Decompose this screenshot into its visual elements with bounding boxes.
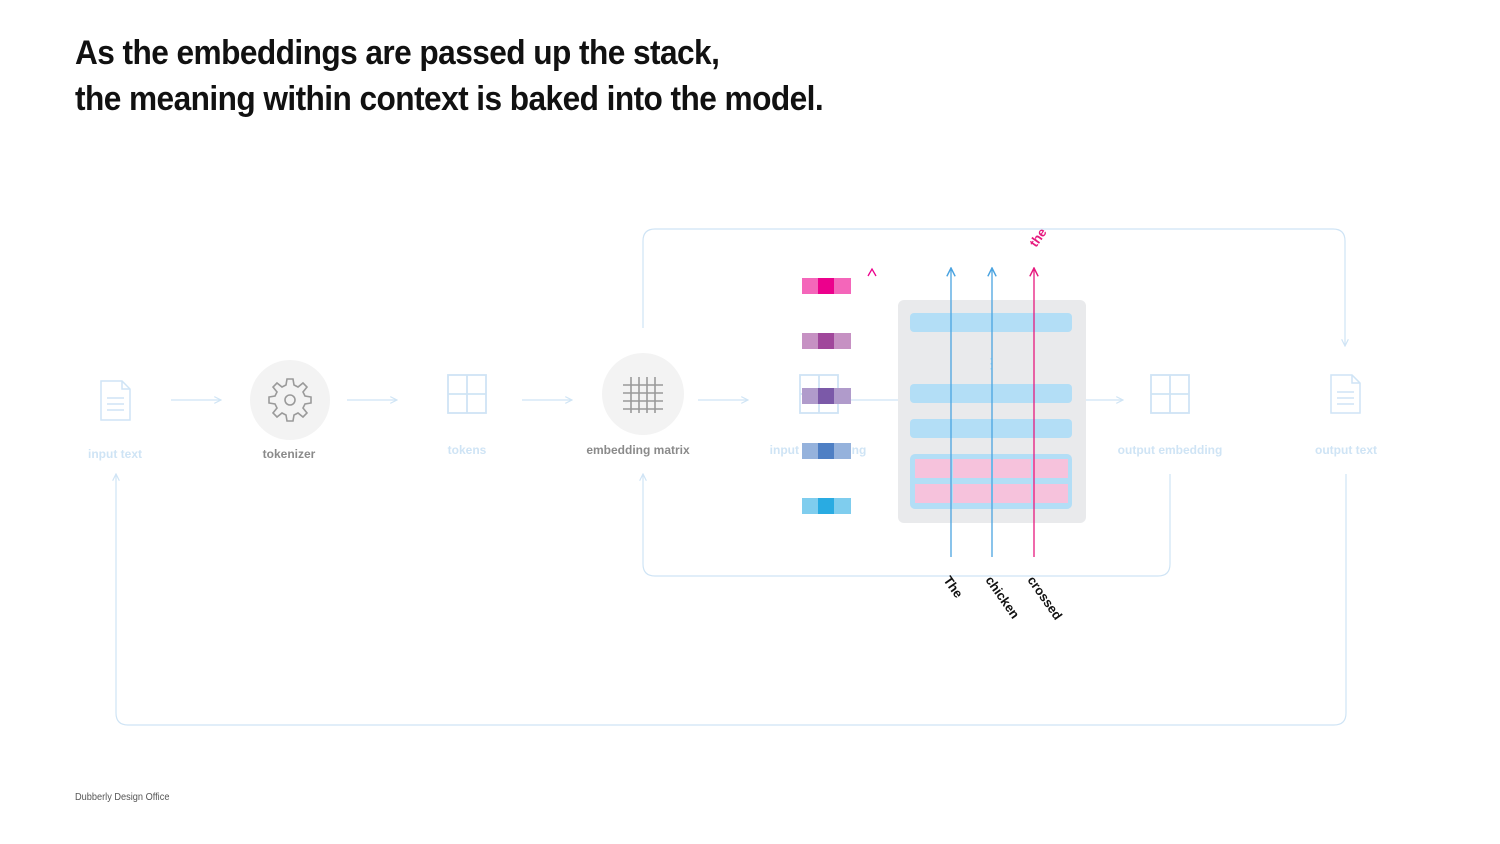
embedding-chip-segment: [818, 278, 834, 294]
embedding-chip-segment: [818, 333, 834, 349]
embedding-chip-segment: [818, 388, 834, 404]
embedding-chip-segment: [834, 333, 851, 349]
attention-cell: [915, 484, 951, 503]
pipeline-label-input-text: input text: [88, 447, 142, 461]
stack-layer-bar: [910, 384, 1072, 403]
outer-feedback-loop: [116, 474, 1347, 726]
embedding-chip-segment: [802, 388, 818, 404]
slide-title-line-1: As the embeddings are passed up the stac…: [75, 34, 720, 72]
lower-loop-line: [643, 474, 1171, 577]
attention-cell: [993, 459, 1031, 478]
pipeline-label-embedding-matrix: embedding matrix: [586, 443, 690, 457]
hash-grid-icon: [623, 377, 663, 413]
attention-cell: [953, 459, 991, 478]
embedding-chip-segment: [818, 443, 834, 459]
stack-layer-bar: [910, 313, 1072, 332]
input-word-crossed: crossed: [1025, 573, 1066, 622]
embedding-chip-segment: [834, 388, 851, 404]
pipeline-label-tokens: tokens: [448, 443, 487, 457]
grid-icon: [1150, 374, 1190, 414]
embedding-vector-chips: [802, 278, 851, 514]
embedding-progress-arrowhead: [867, 267, 877, 277]
embedding-matrix-node: [602, 353, 684, 435]
embedding-chip-segment: [802, 278, 818, 294]
embedding-chip-segment: [834, 443, 851, 459]
document-icon: [1330, 374, 1361, 414]
attention-cell: [1033, 484, 1068, 503]
document-icon: [100, 380, 131, 421]
embedding-chip-segment: [834, 278, 851, 294]
pipeline-label-tokenizer: tokenizer: [263, 447, 316, 461]
upper-loop-line: [642, 228, 1345, 346]
tokenizer-node: [250, 360, 330, 440]
attention-cell: [993, 484, 1031, 503]
grid-icon: [447, 374, 487, 414]
embedding-chip-segment: [802, 333, 818, 349]
attention-cell: [1033, 459, 1068, 478]
stack-ellipsis: ⋮: [984, 355, 998, 371]
slide-title-line-2: the meaning within context is baked into…: [75, 80, 824, 118]
attention-cell: [915, 459, 951, 478]
pipeline-label-output-embedding: output embedding: [1118, 443, 1223, 457]
embedding-chip-segment: [818, 498, 834, 514]
embedding-chip-segment: [802, 498, 818, 514]
credit-footer: Dubberly Design Office: [75, 792, 170, 803]
attention-cell: [953, 484, 991, 503]
input-word-chicken: chicken: [983, 573, 1023, 621]
input-word-the: The: [941, 573, 967, 601]
embedding-chip-segment: [834, 498, 851, 514]
embedding-chip-segment: [802, 443, 818, 459]
pipeline-label-output-text: output text: [1315, 443, 1377, 457]
gear-icon: [268, 378, 312, 422]
stack-layer-bar: [910, 419, 1072, 438]
